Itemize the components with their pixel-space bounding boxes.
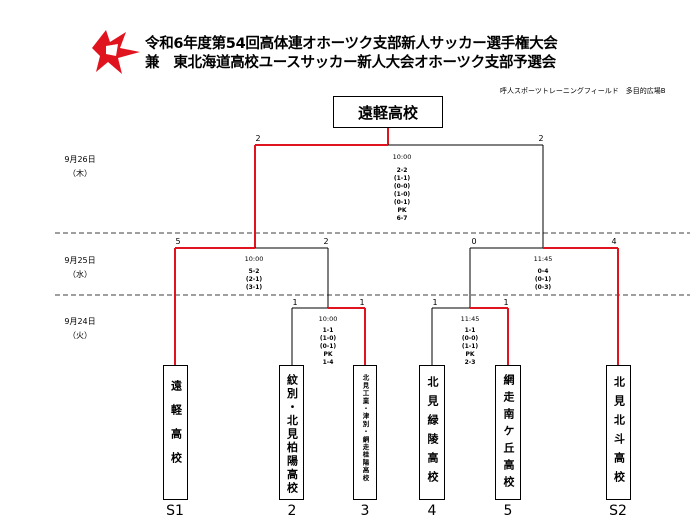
weekday-label: （火） [68,331,92,340]
venue-label: 呼人スポーツトレーニングフィールド 多目的広場B [500,87,666,95]
team-box-1: 遠軽高校 [163,365,188,500]
score-line: PK [397,207,407,214]
score-line: 1-4 [322,359,334,366]
final-time: 10:00 [392,153,412,161]
score-line: 5-2 [248,268,260,275]
final-score-left: 2 [255,134,261,143]
semi-left-score-left: 5 [175,237,181,246]
date-day2: 9月25日 （水） [55,254,105,282]
r1-right-time: 11:45 [460,315,480,323]
weekday-label: （水） [68,270,92,279]
semi-left-detail: 5-2 (2-1) (3-1) [246,268,262,292]
score-line: PK [465,351,475,358]
team-box-2: 紋別・北見柏陽高校 [279,365,304,500]
score-line: (0-0) [393,183,411,190]
team-name: 紋別・北見柏陽高校 [285,374,299,496]
semi-right-score-right: 4 [611,237,617,246]
semi-right-detail: 0-4 (0-1) (0-3) [535,268,551,292]
score-line: 1-1 [464,327,476,334]
final-score-right: 2 [538,134,544,143]
r1-left-time: 10:00 [318,315,338,323]
champion-box: 遠軽高校 [333,96,443,128]
score-line: (3-1) [245,284,263,291]
team-name: 遠軽高校 [169,380,183,476]
score-line: 2-2 [396,167,408,174]
date-day1: 9月24日 （火） [55,315,105,343]
team-name: 北見緑陵高校 [426,376,439,490]
semi-left-score-right: 2 [323,237,329,246]
team-box-5: 網走南ケ丘高校 [495,365,521,500]
score-line: (0-1) [319,343,337,350]
date-label: 9月26日 [64,155,96,164]
r1-right-score-right: 1 [503,298,509,307]
team-name: 北見北斗高校 [612,376,626,490]
score-line: (1-0) [319,335,337,342]
score-line: (0-1) [393,199,411,206]
team-name: 北見工業・津別・網走桂陽高校 [361,374,369,482]
team-box-3: 北見工業・津別・網走桂陽高校 [353,365,377,500]
score-line: (2-1) [245,276,263,283]
date-label: 9月25日 [64,256,96,265]
team-name: 網走南ケ丘高校 [502,374,515,493]
score-line: (1-1) [461,343,479,350]
logo-emblem [92,30,140,74]
team-box-4: 北見緑陵高校 [419,365,445,500]
r1-right-detail: 1-1 (0-0) (1-1) PK 2-3 [462,327,478,367]
semi-right-time: 11:45 [533,255,553,263]
seed-label: S2 [609,503,627,519]
semi-left-time: 10:00 [244,255,264,263]
r1-left-detail: 1-1 (1-0) (0-1) PK 1-4 [320,327,336,367]
r1-left-score-left: 1 [292,298,298,307]
score-line: 1-1 [322,327,334,334]
r1-left-score-right: 1 [359,298,365,307]
score-line: 6-7 [396,215,408,222]
weekday-label: （木） [68,169,92,178]
score-line: (0-0) [461,335,479,342]
page-subtitle: 兼 東北海道高校ユースサッカー新人大会オホーツク支部予選会 [145,55,556,71]
champion-name: 遠軽高校 [357,103,418,122]
score-line: PK [323,351,333,358]
r1-right-score-left: 1 [432,298,438,307]
score-line: (1-0) [393,191,411,198]
seed-label: S1 [166,503,184,519]
seed-label: 3 [360,503,370,519]
score-line: (0-1) [534,276,552,283]
team-box-6: 北見北斗高校 [606,365,631,500]
score-line: 0-4 [537,268,549,275]
seed-label: 4 [427,503,437,519]
score-line: (1-1) [393,175,411,182]
date-day3: 9月26日 （木） [55,153,105,181]
date-label: 9月24日 [64,317,96,326]
score-line: (0-3) [534,284,552,291]
final-detail: 2-2 (1-1) (0-0) (1-0) (0-1) PK 6-7 [394,167,410,223]
page-title: 令和6年度第54回高体連オホーツク支部新人サッカー選手権大会 [145,36,558,52]
seed-label: 2 [287,503,297,519]
semi-right-score-left: 0 [471,237,477,246]
score-line: 2-3 [464,359,476,366]
seed-label: 5 [503,503,513,519]
